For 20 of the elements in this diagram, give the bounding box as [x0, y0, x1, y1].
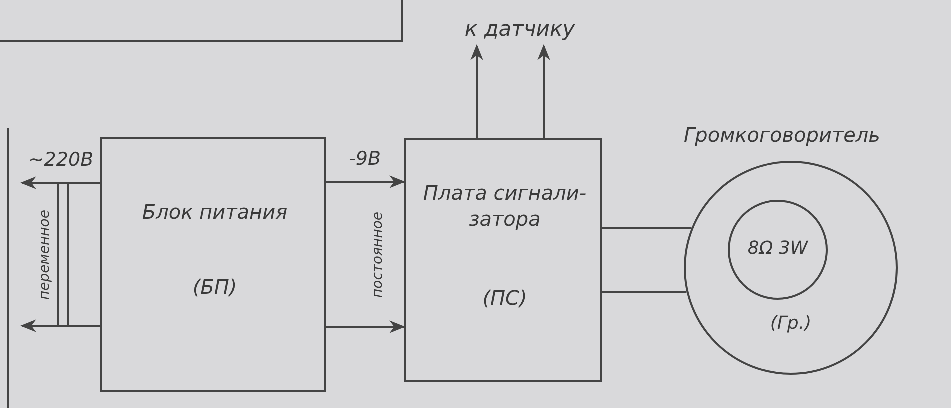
arrow [470, 44, 484, 138]
target-label: к датчику [440, 12, 600, 46]
node-abbreviation: (БП) [192, 274, 238, 300]
signal-board-box [404, 138, 602, 382]
arrow [538, 44, 550, 138]
speaker-inner-circle [728, 200, 828, 300]
node-caption: Громкоговоритель [683, 123, 882, 147]
speaker-label: 8Ω 3W [746, 237, 810, 261]
arrow [20, 176, 100, 190]
arrow [326, 176, 406, 188]
node-heading: Блок питания [141, 199, 289, 225]
arrow [326, 320, 406, 334]
node-heading: Плата сигнали-затора [422, 180, 588, 232]
connector-line [602, 291, 687, 293]
speaker-outer-circle [684, 161, 898, 375]
arrow [20, 320, 100, 332]
power-unit-box [100, 137, 326, 392]
connector-line [602, 227, 692, 229]
node-abbreviation: (ПС) [482, 285, 528, 311]
speaker-label: (Гр.) [769, 312, 813, 336]
